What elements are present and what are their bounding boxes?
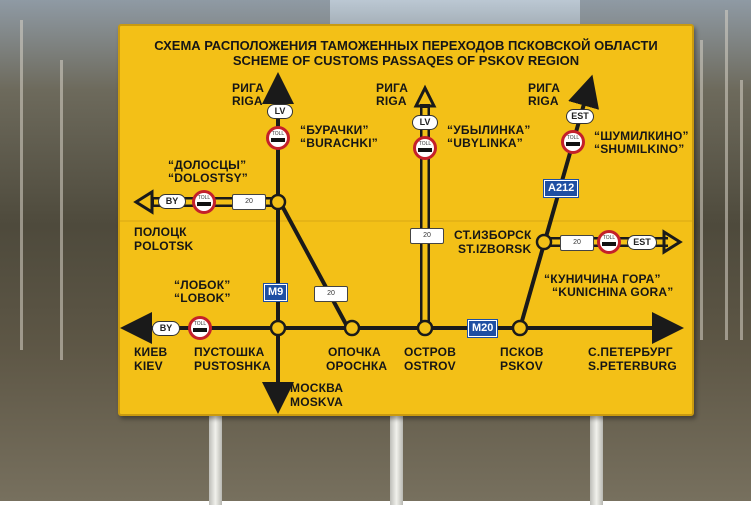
badge-by: BY <box>158 194 186 209</box>
arrow-est <box>662 229 683 255</box>
customs-map-sign: СХЕМА РАСПОЛОЖЕНИЯ ТАМОЖЕННЫХ ПЕРЕХОДОВ … <box>118 24 694 416</box>
label-izborsk-en: ST.IZBORSK <box>458 242 532 256</box>
junction <box>269 319 287 337</box>
label-riga-1-ru: РИГА <box>232 81 265 95</box>
plaque: 20 <box>314 286 348 302</box>
sign-title-en: SCHEME OF CUSTOMS PASSAQES OF PSKOV REGI… <box>232 53 580 68</box>
tree-trunk <box>700 40 703 340</box>
label-dolostsy-en: “DOLOSTSY” <box>168 171 249 185</box>
label-riga-3-ru: РИГА <box>528 81 561 95</box>
label-polotsk-en: POLOTSK <box>134 239 194 253</box>
sign-post <box>390 405 403 505</box>
label-riga-2-en: RIGA <box>376 94 407 108</box>
badge-est: EST <box>566 109 594 124</box>
label-kiev-ru: КИЕВ <box>134 345 168 359</box>
junction <box>511 319 529 337</box>
label-burachki-ru: “БУРАЧКИ” <box>300 123 369 137</box>
label-moskva-ru: МОСКВА <box>290 381 344 395</box>
label-riga-2-ru: РИГА <box>376 81 409 95</box>
label-opochka-ru: ОПОЧКА <box>328 345 381 359</box>
label-pskov-ru: ПСКОВ <box>500 345 544 359</box>
junction <box>343 319 361 337</box>
junction <box>269 193 287 211</box>
label-dolostsy-ru: “ДОЛОСЦЫ” <box>168 158 247 172</box>
plaque: 20 <box>232 194 266 210</box>
route-a212: A212 <box>542 179 580 198</box>
route-m20: M20 <box>466 319 499 338</box>
label-kunichina-ru: “КУНИЧИНА ГОРА” <box>544 272 661 286</box>
label-lobok-en: “LOBOK” <box>174 291 231 305</box>
label-riga-1-en: RIGA <box>232 94 263 108</box>
plaque: 20 <box>410 228 444 244</box>
label-ubylinka-en: “UBYLINKA” <box>447 136 523 150</box>
road-a212 <box>518 74 599 329</box>
route-m9: M9 <box>262 283 289 302</box>
badge-lv: LV <box>412 115 438 130</box>
toll-icon: TOLL <box>188 316 212 340</box>
tree-trunk <box>60 60 63 360</box>
sign-post <box>590 405 603 505</box>
toll-icon: TOLL <box>413 136 437 160</box>
label-pskov-en: PSKOV <box>500 359 544 373</box>
label-shumilkino-ru: “ШУМИЛКИНО” <box>594 129 689 143</box>
arrow-riga-2 <box>413 84 437 108</box>
tree-trunk <box>740 80 743 340</box>
label-moskva-en: MOSKVA <box>290 395 343 409</box>
label-spb-en: S.PETERBURG <box>588 359 677 373</box>
toll-icon: TOLL <box>597 230 621 254</box>
label-pustoshka-en: PUSTOSHKA <box>194 359 271 373</box>
label-opochka-en: ОРОСНКА <box>326 359 388 373</box>
toll-icon: TOLL <box>561 130 585 154</box>
label-izborsk-ru: СТ.ИЗБОРСК <box>454 228 532 242</box>
sign-post <box>209 405 222 505</box>
plaque: 20 <box>560 235 594 251</box>
label-ostrov-en: OSTROV <box>404 359 456 373</box>
arrow-polotsk <box>133 189 154 215</box>
toll-icon: TOLL <box>192 190 216 214</box>
road-opochka-link <box>278 201 350 329</box>
tree-trunk <box>20 20 23 350</box>
label-shumilkino-en: “SHUMILKINO” <box>594 142 685 156</box>
badge-lv: LV <box>267 104 293 119</box>
label-kunichina-en: “KUNICHINA GORA” <box>552 285 674 299</box>
tree-trunk <box>725 10 728 340</box>
label-burachki-en: “BURACHKI” <box>300 136 378 150</box>
label-ostrov-ru: ОСТРОВ <box>404 345 457 359</box>
label-lobok-ru: “ЛОБОК” <box>174 278 231 292</box>
sign-title-ru: СХЕМА РАСПОЛОЖЕНИЯ ТАМОЖЕННЫХ ПЕРЕХОДОВ … <box>154 38 658 53</box>
label-ubylinka-ru: “УБЫЛИНКА” <box>447 123 531 137</box>
badge-by: BY <box>152 321 180 336</box>
toll-icon: TOLL <box>266 126 290 150</box>
label-spb-ru: С.ПЕТЕРБУРГ <box>588 345 673 359</box>
label-pustoshka-ru: ПУСТОШКА <box>194 345 265 359</box>
label-kiev-en: KIEV <box>134 359 163 373</box>
label-polotsk-ru: ПОЛОЦК <box>134 225 187 239</box>
badge-est: EST <box>627 235 657 250</box>
junction <box>535 233 553 251</box>
junction <box>416 319 434 337</box>
label-riga-3-en: RIGA <box>528 94 559 108</box>
